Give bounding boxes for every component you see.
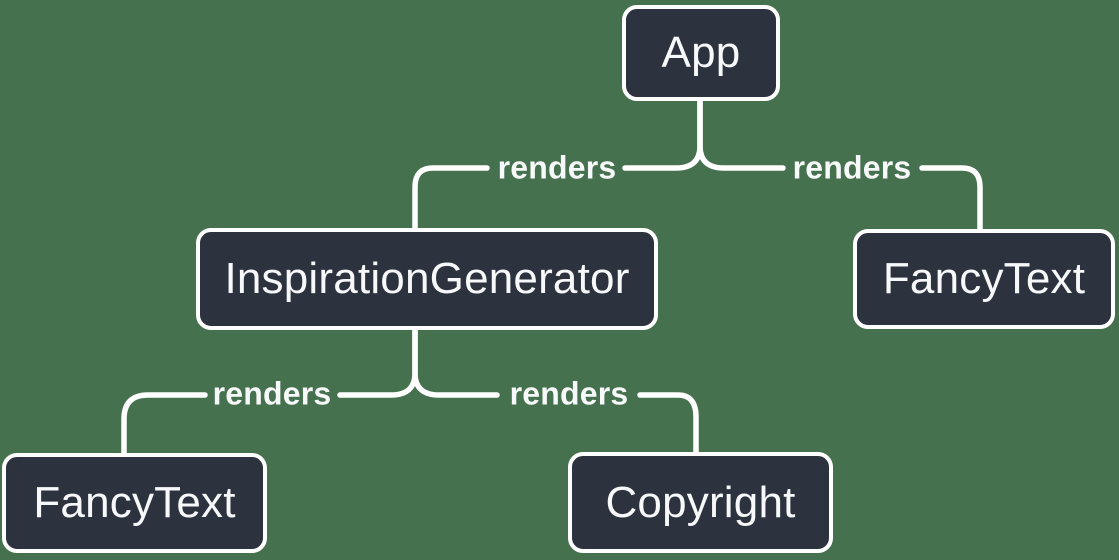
edge-label-inspirationgenerator-fancytext: renders	[212, 375, 332, 412]
node-fancy-text-bottom-label: FancyText	[33, 478, 236, 527]
node-app: App	[622, 5, 780, 101]
node-fancy-text-top-label: FancyText	[882, 254, 1086, 303]
edge-line-inspirationgenerator-to-copyright-b	[637, 392, 699, 455]
node-fancy-text-top: FancyText	[853, 229, 1115, 329]
node-app-label: App	[661, 28, 741, 77]
node-inspiration-generator: InspirationGenerator	[196, 228, 658, 330]
edge-line-inspirationgenerator-to-copyright-a	[412, 328, 500, 398]
edge-line-app-to-inspirationgenerator-a	[622, 98, 703, 171]
edge-line-app-to-fancytext-b	[919, 165, 983, 232]
edge-line-inspirationgenerator-to-fancytext-a	[337, 328, 418, 398]
node-fancy-text-bottom: FancyText	[2, 453, 267, 553]
node-copyright: Copyright	[568, 452, 833, 553]
node-inspiration-generator-label: InspirationGenerator	[224, 254, 630, 303]
edge-line-inspirationgenerator-to-fancytext-b	[121, 392, 208, 456]
node-copyright-label: Copyright	[605, 477, 796, 527]
edge-line-app-to-inspirationgenerator-b	[412, 165, 490, 231]
edge-line-app-to-fancytext-a	[697, 98, 786, 171]
edge-label-inspirationgenerator-copyright: renders	[509, 375, 629, 412]
edge-label-app-inspirationgenerator: renders	[497, 149, 617, 186]
edge-label-app-fancytext: renders	[792, 149, 912, 186]
